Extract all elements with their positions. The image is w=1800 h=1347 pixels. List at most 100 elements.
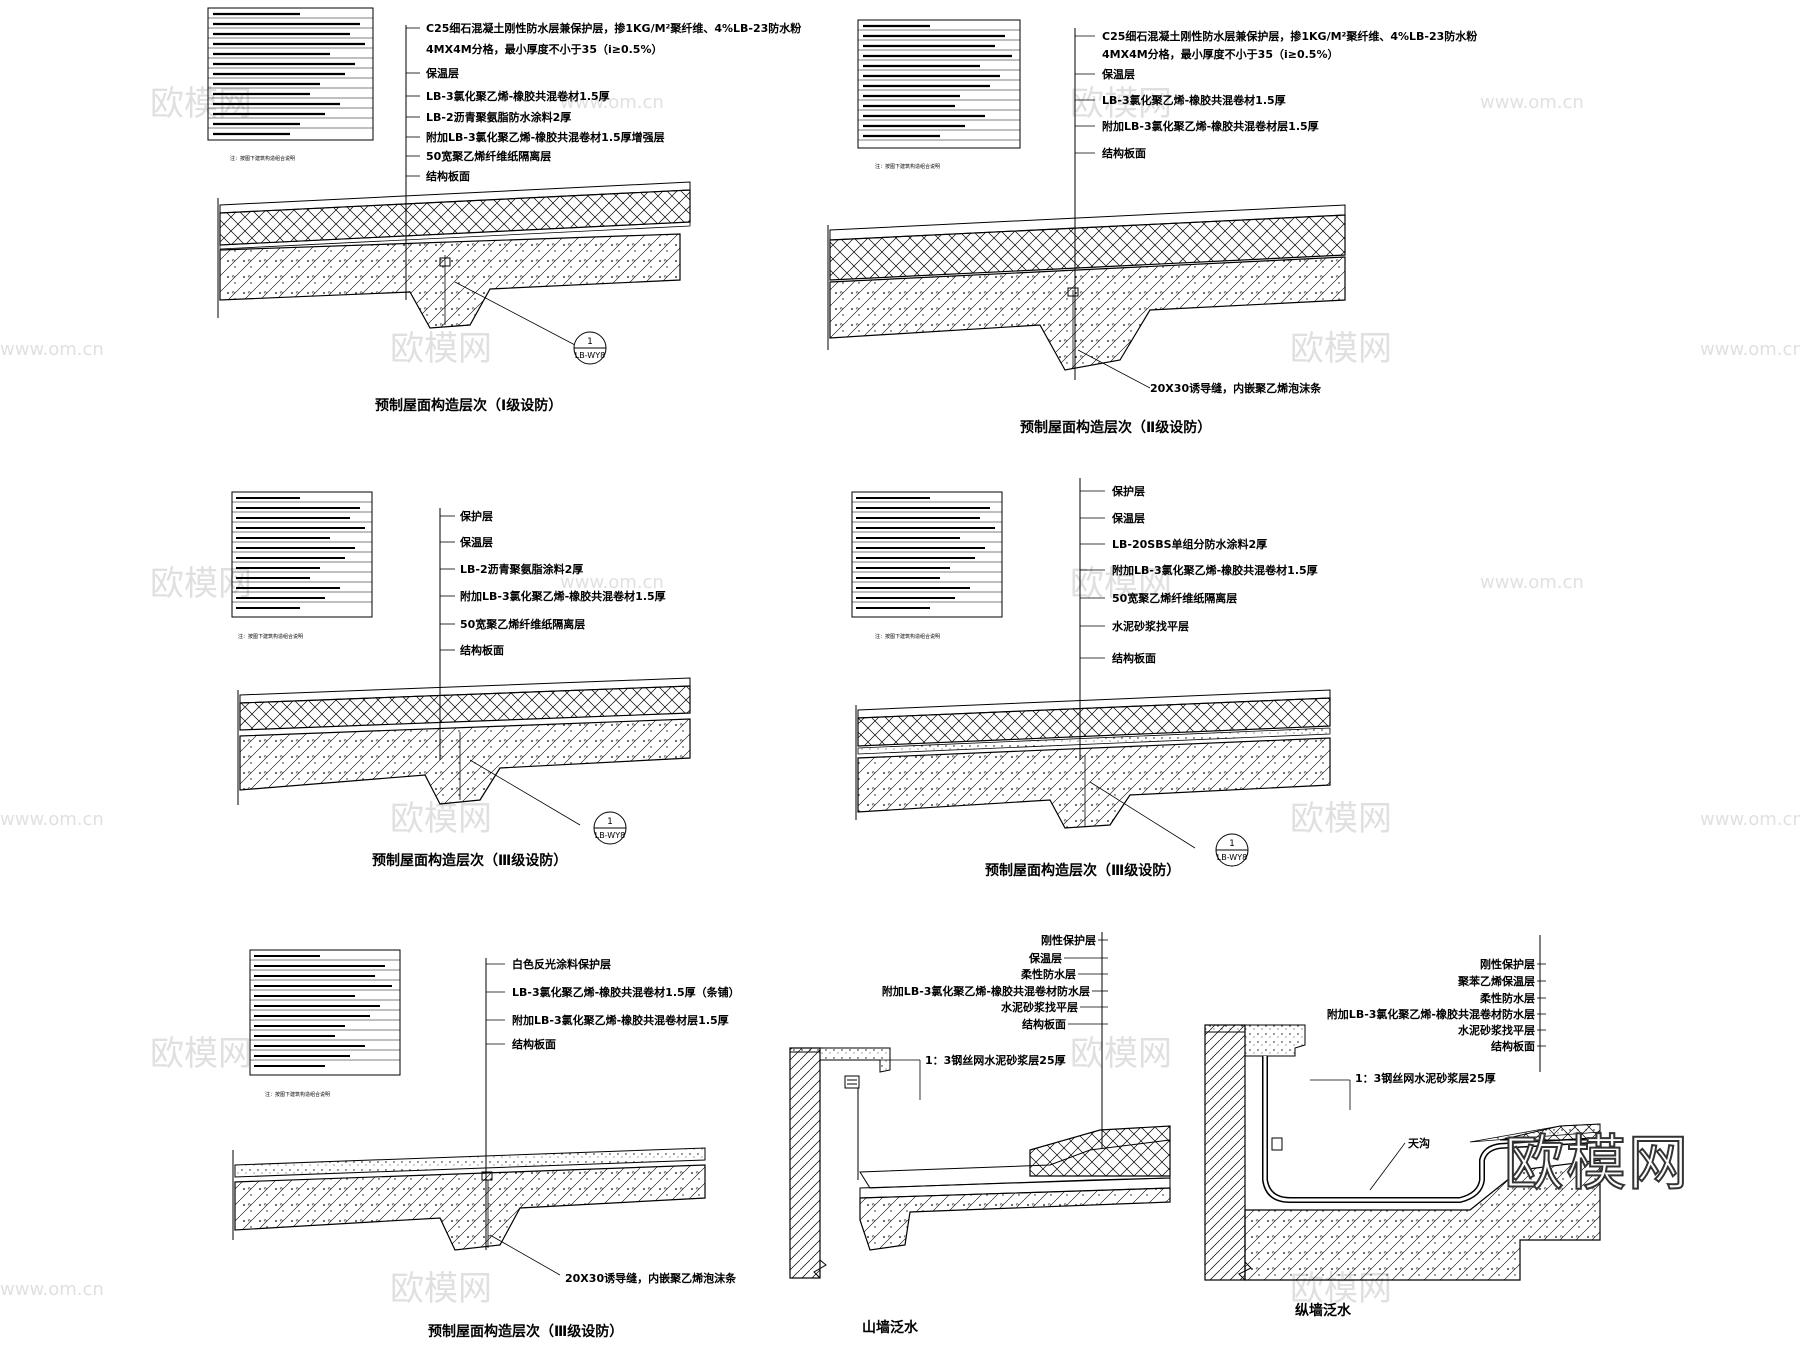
layer-label: LB-3氯化聚乙烯-橡胶共混卷材1.5厚 bbox=[1102, 93, 1286, 107]
roof-section bbox=[855, 689, 1331, 829]
svg-text:www.om.cn: www.om.cn bbox=[1700, 339, 1800, 360]
layer-label: 附加LB-3氯化聚乙烯-橡胶共混卷材1.5厚 bbox=[460, 589, 666, 603]
svg-text:欧模网: 欧模网 bbox=[1070, 564, 1172, 604]
svg-text:www.om.cn: www.om.cn bbox=[560, 572, 664, 593]
layer-label: 柔性防水层 bbox=[1020, 967, 1076, 981]
table-note: 注：按图下建筑构造组合说明 bbox=[238, 633, 303, 640]
layer-label: 附加LB-3氯化聚乙烯-橡胶共混卷材1.5厚增强层 bbox=[426, 130, 665, 144]
roof-section bbox=[237, 677, 691, 805]
layer-label: 50宽聚乙烯纤维纸隔离层 bbox=[1112, 591, 1237, 605]
svg-text:欧模网: 欧模网 bbox=[1290, 799, 1392, 839]
svg-text:www.om.cn: www.om.cn bbox=[0, 339, 104, 360]
layer-label: 保温层 bbox=[459, 535, 493, 549]
table-note: 注：按图下建筑构造组合说明 bbox=[265, 1091, 330, 1098]
layer-labels: 白色反光涂料保护层 LB-3氯化聚乙烯-橡胶共混卷材1.5厚（条铺） 附加LB-… bbox=[486, 957, 740, 1051]
section-caption: 纵墙泛水 bbox=[1295, 1302, 1352, 1319]
spec-table bbox=[851, 491, 1003, 618]
layer-label: 柔性防水层 bbox=[1479, 991, 1535, 1005]
layer-label: 4MX4M分格，最小厚度不小于35（i≥0.5%） bbox=[426, 42, 662, 56]
layer-label: 结构板面 bbox=[1490, 1039, 1535, 1053]
layer-label: 保温层 bbox=[1101, 67, 1135, 81]
spec-table bbox=[207, 7, 374, 141]
layer-label: LB-2沥青聚氨脂涂料2厚 bbox=[460, 562, 583, 576]
svg-text:欧模网: 欧模网 bbox=[1070, 84, 1172, 124]
svg-text:1: 1 bbox=[1229, 839, 1235, 849]
spec-table bbox=[249, 949, 401, 1076]
layer-label: 刚性保护层 bbox=[1041, 933, 1096, 947]
svg-text:欧模网: 欧模网 bbox=[390, 329, 492, 369]
layer-label: 附加LB-3氯化聚乙烯-橡胶共混卷材层1.5厚 bbox=[512, 1013, 729, 1027]
svg-text:1: 1 bbox=[587, 337, 593, 347]
section-caption: 预制屋面构造层次（Ⅰ级设防） bbox=[375, 397, 562, 414]
spec-table bbox=[231, 491, 373, 618]
svg-text:LB-WY8: LB-WY8 bbox=[575, 351, 605, 360]
layer-label: 结构板面 bbox=[1021, 1017, 1066, 1031]
layer-label: 水泥砂浆找平层 bbox=[1001, 1000, 1078, 1014]
layer-label: 结构板面 bbox=[1111, 651, 1156, 665]
table-note: 注：按图下建筑构造组合说明 bbox=[875, 163, 940, 170]
svg-text:欧模网: 欧模网 bbox=[390, 799, 492, 839]
gutter-label: 天沟 bbox=[1408, 1136, 1430, 1150]
layer-labels: 刚性保护层 保温层 柔性防水层 附加LB-3氯化聚乙烯-橡胶共混卷材防水层 水泥… bbox=[882, 933, 1108, 1031]
section-caption: 预制屋面构造层次（Ⅱ级设防） bbox=[1020, 419, 1211, 436]
panel-6: 刚性保护层 保温层 柔性防水层 附加LB-3氯化聚乙烯-橡胶共混卷材防水层 水泥… bbox=[789, 932, 1171, 1336]
brand-watermark: 欧模网 bbox=[1503, 1128, 1690, 1200]
svg-text:1: 1 bbox=[607, 817, 613, 827]
layer-label: 结构板面 bbox=[425, 169, 470, 183]
panel-2: 注：按图下建筑构造组合说明 C25细石混凝土刚性防水层兼保护层，掺1KG/M²聚… bbox=[827, 19, 1477, 436]
layer-labels: 刚性保护层 聚苯乙烯保温层 柔性防水层 附加LB-3氯化聚乙烯-橡胶共混卷材防水… bbox=[1327, 957, 1546, 1053]
svg-text:www.om.cn: www.om.cn bbox=[560, 92, 664, 113]
svg-text:欧模网: 欧模网 bbox=[150, 1034, 252, 1074]
detail-callout: 1 LB-WY8 bbox=[1215, 833, 1249, 867]
layer-label: 附加LB-3氯化聚乙烯-橡胶共混卷材1.5厚 bbox=[1112, 563, 1318, 577]
svg-text:欧模网: 欧模网 bbox=[390, 1269, 492, 1309]
layer-label: 聚苯乙烯保温层 bbox=[1457, 974, 1535, 988]
detail-callout: 1 LB-WY8 bbox=[573, 331, 607, 365]
layer-label: 白色反光涂料保护层 bbox=[512, 957, 611, 971]
panel-1: 注：按图下建筑构造组合说明 C25细石混凝土刚性防水层兼保护层，掺1KG/M²聚… bbox=[207, 7, 801, 414]
panel-7: 刚性保护层 聚苯乙烯保温层 柔性防水层 附加LB-3氯化聚乙烯-橡胶共混卷材防水… bbox=[1204, 935, 1601, 1319]
layer-label: 附加LB-3氯化聚乙烯-橡胶共混卷材防水层 bbox=[882, 984, 1090, 998]
joint-note: 20X30诱导缝，内嵌聚乙烯泡沫条 bbox=[565, 1271, 737, 1285]
table-note: 注：按图下建筑构造组合说明 bbox=[230, 155, 295, 162]
svg-text:www.om.cn: www.om.cn bbox=[1700, 809, 1800, 830]
layer-label: 50宽聚乙烯纤维纸隔离层 bbox=[426, 149, 551, 163]
layer-label: 保温层 bbox=[425, 66, 459, 80]
layer-label: 4MX4M分格，最小厚度不小于35（i≥0.5%） bbox=[1102, 47, 1338, 61]
svg-text:www.om.cn: www.om.cn bbox=[1480, 92, 1584, 113]
svg-text:www.om.cn: www.om.cn bbox=[0, 1279, 104, 1300]
layer-label: 水泥砂浆找平层 bbox=[1458, 1023, 1535, 1037]
layer-label: 结构板面 bbox=[1101, 146, 1146, 160]
layer-label: LB-20SBS单组分防水涂料2厚 bbox=[1112, 537, 1267, 551]
layer-labels: C25细石混凝土刚性防水层兼保护层，掺1KG/M²聚纤维、4%LB-23防水粉 … bbox=[406, 21, 801, 183]
roof-section bbox=[217, 181, 691, 329]
layer-label: LB-3氯化聚乙烯-橡胶共混卷材1.5厚 bbox=[426, 89, 610, 103]
svg-text:LB-WY8: LB-WY8 bbox=[1217, 853, 1247, 862]
layer-labels: 保护层 保温层 LB-20SBS单组分防水涂料2厚 附加LB-3氯化聚乙烯-橡胶… bbox=[1080, 484, 1318, 665]
section-caption: 山墙泛水 bbox=[862, 1319, 919, 1336]
layer-label: C25细石混凝土刚性防水层兼保护层，掺1KG/M²聚纤维、4%LB-23防水粉 bbox=[1102, 29, 1477, 43]
detail-callout: 1 LB-WY8 bbox=[593, 811, 627, 845]
mesh-note: 1：3钢丝网水泥砂浆层25厚 bbox=[925, 1053, 1066, 1067]
panel-5: 注：按图下建筑构造组合说明 白色反光涂料保护层 LB-3氯化聚乙烯-橡胶共混卷材… bbox=[232, 949, 740, 1340]
wall-section bbox=[1204, 1024, 1601, 1281]
joint-note: 20X30诱导缝，内嵌聚乙烯泡沫条 bbox=[1150, 381, 1322, 395]
layer-label: 附加LB-3氯化聚乙烯-橡胶共混卷材防水层 bbox=[1327, 1007, 1535, 1021]
layer-label: 保护层 bbox=[459, 509, 493, 523]
roof-section bbox=[827, 204, 1346, 371]
layer-label: 结构板面 bbox=[459, 643, 504, 657]
mesh-note: 1：3钢丝网水泥砂浆层25厚 bbox=[1355, 1071, 1496, 1085]
layer-label: 水泥砂浆找平层 bbox=[1112, 619, 1189, 633]
layer-label: LB-2沥青聚氨脂防水涂料2厚 bbox=[426, 110, 571, 124]
svg-text:欧模网: 欧模网 bbox=[1070, 1034, 1172, 1074]
layer-label: 结构板面 bbox=[511, 1037, 556, 1051]
roof-section bbox=[232, 1147, 706, 1251]
section-caption: 预制屋面构造层次（Ⅲ级设防） bbox=[985, 862, 1180, 879]
layer-label: 刚性保护层 bbox=[1480, 957, 1535, 971]
svg-text:www.om.cn: www.om.cn bbox=[0, 809, 104, 830]
layer-label: LB-3氯化聚乙烯-橡胶共混卷材1.5厚（条铺） bbox=[512, 985, 740, 999]
layer-label: 保护层 bbox=[1111, 484, 1145, 498]
parapet-section bbox=[789, 1047, 1171, 1279]
layer-label: C25细石混凝土刚性防水层兼保护层，掺1KG/M²聚纤维、4%LB-23防水粉 bbox=[426, 21, 801, 35]
